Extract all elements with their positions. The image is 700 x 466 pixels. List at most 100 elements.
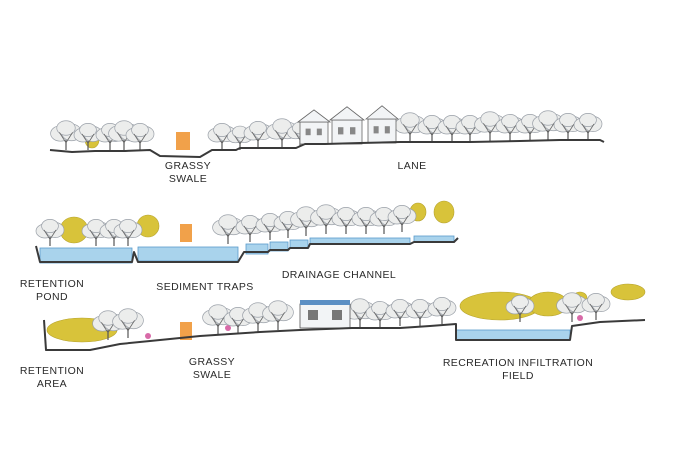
tree-branch — [107, 229, 115, 240]
sediment-trap-water — [245, 243, 269, 255]
tree-bottom — [112, 308, 144, 338]
tree-branch — [339, 217, 347, 228]
tree-mid-left — [35, 219, 65, 246]
tree-branch — [379, 311, 387, 322]
house — [364, 105, 400, 144]
ground-line-top — [49, 139, 605, 158]
label-line: SWALE — [192, 369, 232, 381]
tree-branch — [294, 131, 301, 141]
pavilion — [299, 300, 351, 329]
tree-canopy — [400, 112, 420, 128]
tree-branch — [89, 229, 97, 240]
pavilion-window — [308, 310, 318, 320]
tree-top-right — [573, 113, 603, 140]
tree-branch — [567, 123, 575, 134]
label-line: POND — [36, 291, 68, 303]
pavilion-roof — [300, 300, 350, 305]
label-lane: LANE — [390, 160, 434, 173]
pink-shrub — [145, 333, 151, 339]
label-line: GRASSY — [164, 160, 212, 172]
tree-branch — [227, 226, 235, 237]
tree-branch — [409, 124, 417, 135]
tree-branch — [251, 131, 259, 142]
tree-branch — [513, 305, 521, 316]
house-roof — [296, 109, 332, 123]
tree-branch — [221, 133, 229, 144]
tree-branch — [117, 132, 125, 143]
tree-branch — [43, 229, 51, 240]
tree-bottom — [405, 299, 435, 326]
tree-canopy — [213, 123, 231, 137]
tree-top-mid — [227, 125, 253, 150]
ground-line-middle — [35, 237, 459, 263]
tree-bottom — [223, 307, 253, 334]
label-line: DRAINAGE CHANNEL — [281, 269, 397, 281]
label-recreation-infiltration-field: RECREATION INFILTRATION FIELD — [426, 357, 610, 383]
tree-canopy — [393, 205, 411, 219]
tree-branch — [403, 124, 411, 135]
tree-branch — [249, 225, 257, 236]
tree-branch — [81, 133, 89, 144]
tree-canopy — [272, 118, 292, 134]
shrub-yellow — [433, 200, 455, 224]
tree-branch — [65, 132, 73, 143]
tree-branch — [587, 123, 595, 134]
tree-branch — [59, 132, 67, 143]
tree-branch — [401, 215, 409, 226]
label-line: RETENTION — [19, 365, 85, 377]
tree-branch — [395, 215, 403, 226]
tree-branch — [581, 123, 589, 134]
tree-branch — [139, 133, 147, 144]
tree-branch — [217, 316, 225, 327]
tree-branch — [359, 310, 367, 321]
tree-canopy — [56, 120, 76, 136]
tree-bottom — [385, 299, 415, 326]
house-wall — [331, 119, 363, 145]
house-wall — [299, 121, 329, 145]
tree-canopy — [316, 204, 336, 220]
tree-branch — [49, 229, 57, 240]
tree-canopy — [118, 308, 138, 324]
tree-branch — [503, 124, 511, 135]
tree-branch — [87, 133, 95, 144]
tree-branch — [271, 312, 279, 323]
house-roof — [328, 106, 366, 121]
tree-branch — [121, 229, 129, 240]
tree-branch — [237, 317, 245, 328]
tree-branch — [234, 135, 241, 145]
tree-branch — [319, 216, 327, 227]
tree-branch — [281, 221, 289, 232]
tree-canopy — [119, 219, 137, 233]
orange-marker — [176, 132, 190, 150]
tree-branch — [215, 133, 223, 144]
tree-canopy — [587, 293, 605, 307]
tree-canopy — [208, 304, 228, 320]
tree-branch — [277, 312, 285, 323]
tree-branch — [399, 309, 407, 320]
tree-branch — [103, 133, 111, 144]
label-sediment-traps: SEDIMENT TRAPS — [150, 281, 260, 294]
label-line: FIELD — [502, 370, 534, 382]
tree-canopy — [268, 300, 288, 316]
sediment-trap-water — [137, 246, 239, 262]
label-line: RECREATION INFILTRATION — [442, 357, 594, 369]
tree-branch — [299, 218, 307, 229]
tree-branch — [353, 310, 361, 321]
tree-branch — [483, 123, 491, 134]
tree-canopy — [433, 297, 451, 311]
house-window — [305, 128, 311, 136]
house-wall — [367, 118, 397, 144]
tree-canopy — [538, 110, 558, 126]
tree-branch — [595, 303, 603, 314]
tree-canopy — [350, 298, 370, 314]
tree-branch — [231, 317, 239, 328]
label-grassy-swale-bottom: GRASSY SWALE — [184, 356, 240, 382]
tree-branch — [359, 217, 367, 228]
tree-bottom — [581, 293, 611, 320]
tree-bottom — [262, 300, 294, 330]
house — [328, 106, 366, 145]
label-line: LANE — [397, 160, 427, 172]
tree-branch — [257, 131, 265, 142]
tree-branch — [463, 125, 471, 136]
